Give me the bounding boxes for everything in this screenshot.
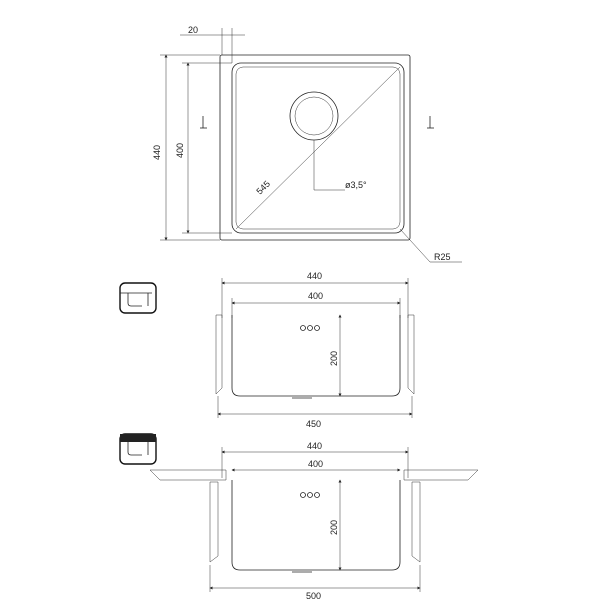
side-view-1: 440 400 200 450 — [215, 271, 415, 429]
dim-inner: 400 — [308, 459, 323, 469]
radius-leader — [399, 228, 431, 263]
dim-angle: ø3,5° — [345, 180, 367, 190]
dim-inner: 400 — [308, 291, 323, 301]
left-cabinet-wall — [209, 481, 219, 563]
dim-top: 440 — [307, 441, 322, 451]
bowl-profile — [231, 480, 401, 571]
left-countertop — [149, 469, 227, 481]
dim-outer-height: 440 — [152, 145, 162, 160]
dim-inner-height: 400 — [175, 143, 185, 158]
bowl-profile — [231, 315, 401, 397]
dim-bottom: 450 — [306, 419, 321, 429]
overflow-hole — [300, 492, 306, 498]
drain-inner — [294, 96, 334, 136]
left-cabinet-wall — [215, 314, 223, 395]
right-cabinet-wall — [411, 481, 421, 563]
dim-width-offset: 20 — [188, 25, 198, 35]
sink-bowl-inner — [235, 66, 401, 230]
dim-depth: 200 — [329, 351, 339, 366]
dim-depth: 200 — [329, 520, 339, 535]
top-view: 20 440 400 545 ø3,5° R25 — [152, 25, 462, 263]
right-countertop — [403, 469, 479, 481]
right-cabinet-wall — [407, 314, 415, 395]
undermount-icon — [119, 282, 157, 314]
overflow-hole — [300, 325, 306, 331]
dim-top: 440 — [307, 271, 322, 281]
sink-outer-outline — [219, 54, 411, 241]
sink-bowl-outline — [231, 62, 405, 234]
dim-diagonal: 545 — [254, 179, 272, 197]
dim-radius: R25 — [434, 252, 451, 262]
flush-mount-icon — [119, 433, 157, 465]
dim-bottom: 500 — [306, 591, 321, 600]
drain-outer — [289, 91, 339, 141]
side-view-2: 440 400 200 500 — [149, 441, 479, 600]
angle-leader — [313, 140, 345, 191]
diagonal-line — [235, 66, 401, 230]
